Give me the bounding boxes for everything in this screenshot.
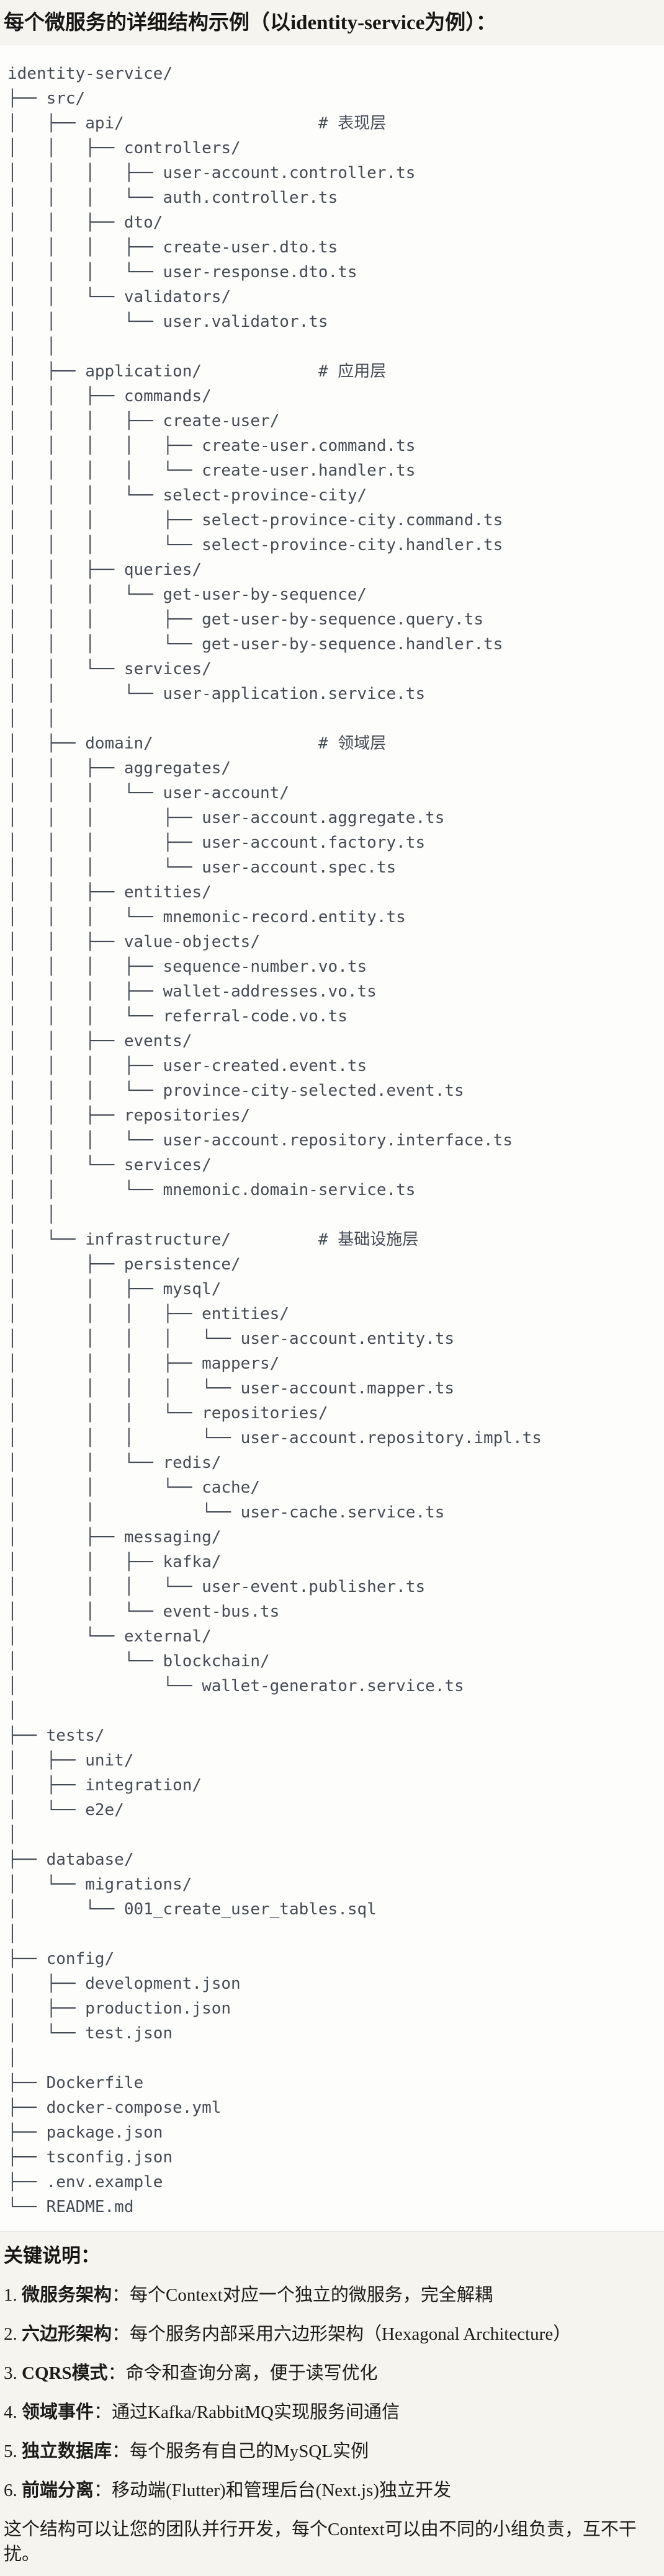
- code-block: identity-service/ ├── src/ │ ├── api/ # …: [0, 45, 664, 2232]
- note-item-text: ：每个Context对应一个独立的微服务，完全解耦: [112, 2285, 493, 2305]
- note-item: 2. 六边形架构：每个服务内部采用六边形架构（Hexagonal Archite…: [4, 2322, 649, 2347]
- note-item-text: ：命令和查询分离，便于读写优化: [107, 2363, 378, 2383]
- note-item: 3. CQRS模式：命令和查询分离，便于读写优化: [4, 2361, 649, 2386]
- document-header: 每个微服务的详细结构示例（以identity-service为例）：: [0, 0, 664, 45]
- note-item-number: 2.: [4, 2324, 22, 2344]
- note-item-label: 前端分离: [22, 2481, 94, 2500]
- note-item: 1. 微服务架构：每个Context对应一个独立的微服务，完全解耦: [4, 2283, 649, 2307]
- note-item-label: 独立数据库: [22, 2441, 112, 2461]
- note-item-label: 微服务架构: [22, 2285, 112, 2305]
- note-item-label: 六边形架构: [22, 2324, 112, 2344]
- note-item-text: ：每个服务有自己的MySQL实例: [112, 2441, 369, 2461]
- note-item-number: 4.: [4, 2402, 22, 2422]
- code-tree: identity-service/ ├── src/ │ ├── api/ # …: [7, 64, 542, 2216]
- notes-section: 关键说明： 1. 微服务架构：每个Context对应一个独立的微服务，完全解耦 2…: [0, 2232, 664, 2576]
- note-item-number: 6.: [4, 2481, 22, 2500]
- note-item: 6. 前端分离：移动端(Flutter)和管理后台(Next.js)独立开发: [4, 2478, 649, 2503]
- closing-paragraph: 这个结构可以让您的团队并行开发，每个Context可以由不同的小组负责，互不干扰…: [4, 2520, 637, 2564]
- notes-list: 1. 微服务架构：每个Context对应一个独立的微服务，完全解耦 2. 六边形架…: [4, 2283, 649, 2503]
- note-item-number: 3.: [4, 2363, 22, 2383]
- page-title: 每个微服务的详细结构示例（以identity-service为例）：: [4, 12, 496, 34]
- note-item: 4. 领域事件：通过Kafka/RabbitMQ实现服务间通信: [4, 2400, 649, 2425]
- note-item-label: CQRS模式: [22, 2363, 108, 2383]
- note-item-text: ：每个服务内部采用六边形架构（Hexagonal Architecture）: [112, 2324, 572, 2344]
- notes-heading: 关键说明：: [4, 2245, 100, 2267]
- note-item-label: 领域事件: [22, 2402, 94, 2422]
- note-item-number: 1.: [4, 2285, 22, 2305]
- note-item-text: ：移动端(Flutter)和管理后台(Next.js)独立开发: [94, 2481, 451, 2500]
- note-item-text: ：通过Kafka/RabbitMQ实现服务间通信: [94, 2402, 400, 2422]
- note-item-number: 5.: [4, 2441, 22, 2461]
- note-item: 5. 独立数据库：每个服务有自己的MySQL实例: [4, 2439, 649, 2464]
